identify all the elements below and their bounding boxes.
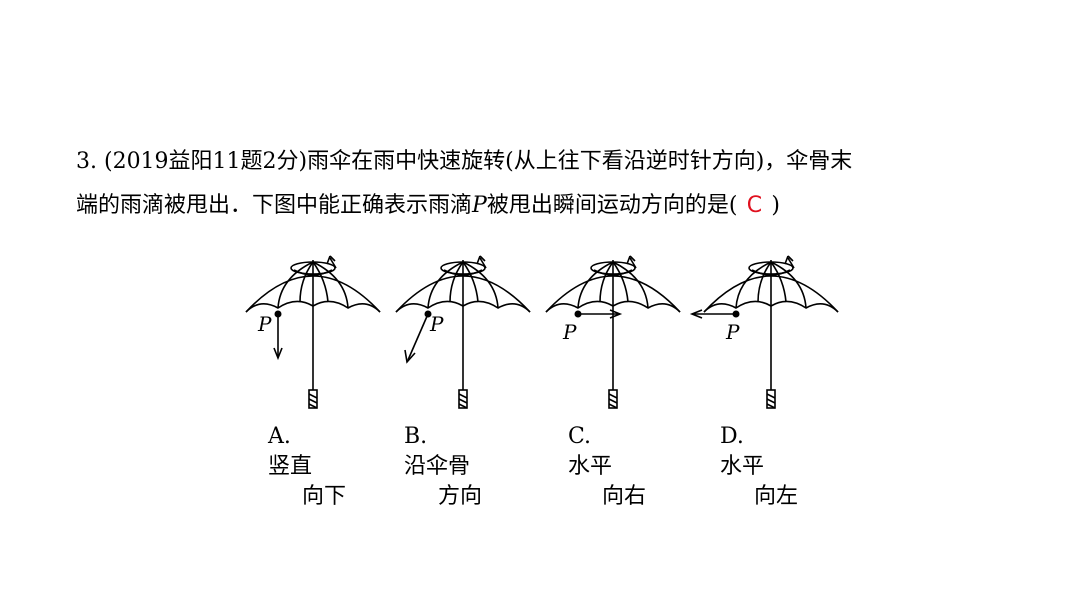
option-c-line2: 向右 [602, 484, 647, 509]
umbrella-b-icon [395, 255, 531, 409]
option-d-line1: 水平 [720, 454, 765, 479]
question-variable: P [472, 193, 487, 218]
option-d-caption: D. 水平 向左 [720, 422, 798, 512]
option-b-caption: B. 沿伞骨 方向 [404, 422, 482, 512]
point-p-label-b: P [430, 312, 444, 336]
option-c-line1: 水平 [568, 454, 613, 479]
close-paren: ) [771, 193, 781, 218]
option-a-caption: A. 竖直 向下 [268, 422, 346, 512]
point-p-label-c: P [563, 320, 577, 344]
option-c-letter: C. [568, 424, 592, 449]
point-p-label-d: P [726, 320, 740, 344]
option-d-line2: 向左 [754, 484, 799, 509]
umbrella-figure: P P P [238, 250, 850, 509]
option-b-line1: 沿伞骨 [404, 454, 471, 479]
option-a-letter: A. [268, 424, 291, 449]
umbrella-d-icon [689, 255, 839, 409]
option-b-letter: B. [404, 424, 428, 449]
question-line-2: 端的雨滴被甩出．下图中能正确表示雨滴P被甩出瞬间运动方向的是( C) [76, 184, 1036, 228]
question-line-2-end: 被甩出瞬间运动方向的是( [486, 193, 738, 218]
option-d-letter: D. [720, 424, 744, 449]
option-a-line2: 向下 [302, 484, 347, 509]
question-line-1: 3. (2019益阳11题2分)雨伞在雨中快速旋转(从上往下看沿逆时针方向)，伞… [76, 149, 853, 174]
question-text: 3. (2019益阳11题2分)雨伞在雨中快速旋转(从上往下看沿逆时针方向)，伞… [76, 140, 1036, 228]
option-a-line1: 竖直 [268, 454, 313, 479]
option-c-caption: C. 水平 向右 [568, 422, 646, 512]
answer-choice: C [746, 193, 763, 218]
option-b-line2: 方向 [438, 484, 483, 509]
point-p-label-a: P [258, 312, 272, 336]
question-line-2-start: 端的雨滴被甩出．下图中能正确表示雨滴 [76, 193, 473, 218]
umbrella-a-icon [245, 255, 381, 409]
umbrella-c-icon [545, 255, 681, 409]
